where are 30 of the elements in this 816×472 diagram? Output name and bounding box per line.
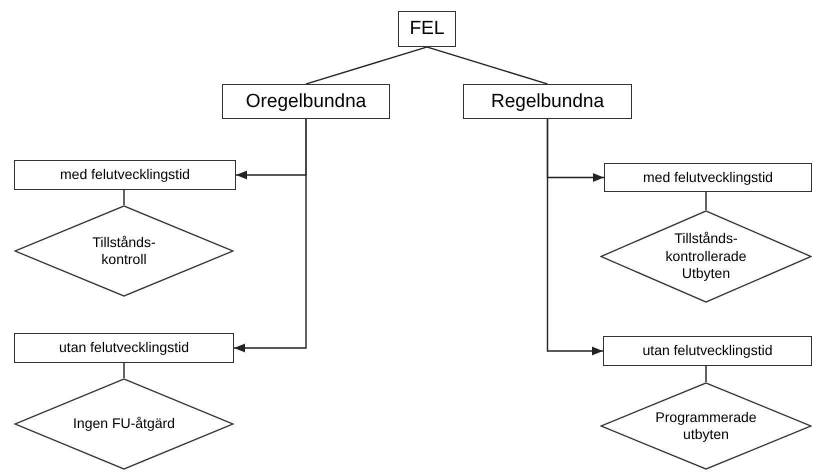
node-label: Regelbundna bbox=[490, 90, 604, 114]
decision-diamond bbox=[600, 382, 812, 470]
process-box bbox=[14, 160, 236, 190]
node-label: med felutvecklingstid bbox=[643, 168, 773, 186]
decision-diamond bbox=[14, 205, 234, 297]
node-label: Tillstånds- kontroll bbox=[91, 234, 157, 268]
decision-diamond bbox=[600, 210, 812, 303]
arrow bbox=[546, 119, 603, 356]
process-box bbox=[222, 84, 390, 119]
node-label: Oregelbundna bbox=[246, 90, 366, 114]
arrow bbox=[234, 119, 307, 352]
decision-diamond bbox=[14, 378, 234, 470]
node-label: Programmerade utbyten bbox=[654, 408, 758, 444]
node-label: FEL bbox=[410, 17, 444, 41]
process-box bbox=[398, 11, 456, 47]
node-label: utan felutvecklingstid bbox=[59, 339, 189, 357]
connector-line bbox=[705, 192, 707, 210]
connector-line bbox=[426, 46, 548, 85]
connector-line bbox=[123, 190, 125, 205]
node-label: Tillstånds- kontrollerade Utbyten bbox=[664, 230, 748, 283]
node-label: Ingen FU-åtgärd bbox=[72, 415, 176, 433]
node-label: med felutvecklingstid bbox=[60, 166, 190, 184]
connector-line bbox=[123, 363, 125, 378]
process-box bbox=[603, 336, 812, 366]
connector-line bbox=[306, 46, 428, 85]
process-box bbox=[463, 84, 632, 119]
node-label: utan felutvecklingstid bbox=[642, 342, 772, 360]
process-box bbox=[14, 333, 234, 363]
process-box bbox=[604, 163, 812, 192]
connector-line bbox=[705, 366, 707, 382]
